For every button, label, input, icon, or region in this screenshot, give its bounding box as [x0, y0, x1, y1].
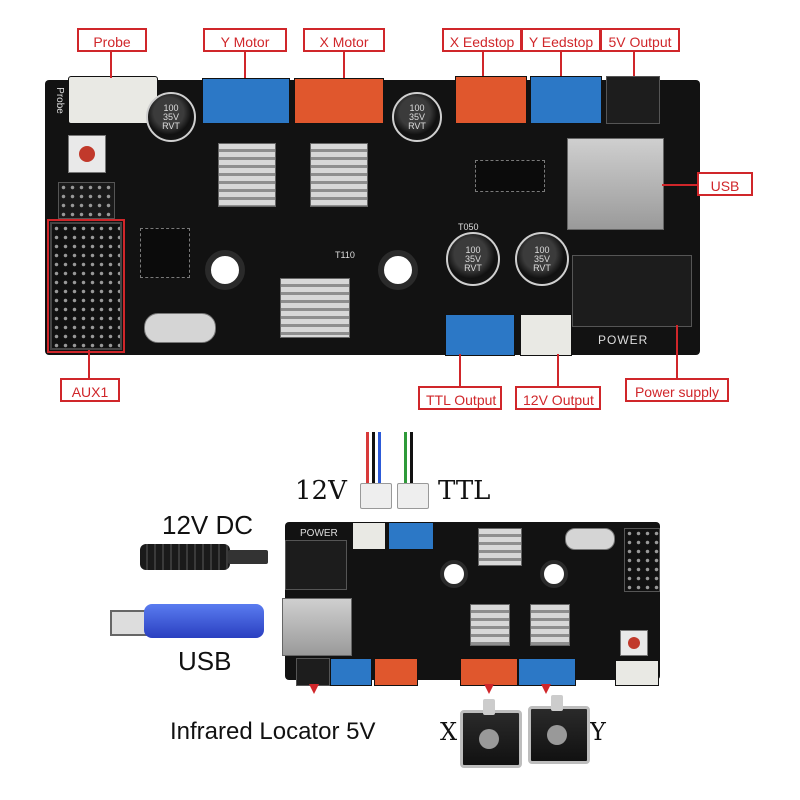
microcontroller-chip	[140, 228, 190, 278]
capacitor-1-text: 100 35V RVT	[162, 102, 180, 131]
power-silkscreen: POWER	[598, 333, 649, 347]
bottom-crystal	[565, 528, 615, 550]
capacitor-3-text: 100 35V RVT	[464, 244, 482, 273]
probe-label: Probe	[77, 28, 147, 52]
bottom-usb-port	[282, 598, 352, 656]
driver-chip	[475, 160, 545, 192]
bottom-hole-2	[540, 560, 568, 588]
x-text: X	[440, 718, 458, 746]
bottom-hole-1	[440, 560, 468, 588]
usb-callout-line	[662, 184, 697, 186]
aux1-highlight-box	[47, 219, 125, 353]
x-stepper-heatsink	[310, 143, 368, 207]
y-motor-connector	[202, 78, 290, 124]
bottom-x-motor-connector	[460, 658, 518, 686]
y-motor-label: Y Motor	[203, 28, 287, 52]
wire-red	[366, 432, 369, 484]
usb-a-plug	[110, 610, 148, 636]
y-stepper-heatsink	[218, 143, 276, 207]
ttl-output-label: TTL Output	[418, 386, 502, 410]
y-text: Y	[590, 718, 606, 746]
capacitor-2: 100 35V RVT	[392, 92, 442, 142]
x-stepper-motor	[460, 699, 522, 768]
ttl-output-connector	[445, 314, 515, 356]
aux1-header	[50, 222, 122, 350]
usb-label: USB	[697, 172, 753, 196]
x-endstop-callout-line	[482, 52, 484, 76]
aux1-label: AUX1	[60, 378, 120, 402]
capacitor-4: 100 35V RVT	[515, 232, 569, 286]
x-motor-callout-line	[343, 52, 345, 78]
twelve-v-text: 12V	[295, 476, 347, 506]
probe-connector	[68, 76, 158, 124]
wire-black	[372, 432, 375, 484]
twelve-v-output-label: 12V Output	[515, 386, 601, 410]
ttl-plug	[397, 483, 429, 509]
x-endstop-connector	[455, 76, 527, 124]
y-endstop-label: Y Eedstop	[521, 28, 601, 52]
bottom-y-endstop-connector	[330, 658, 372, 686]
x-motor-connector	[294, 78, 384, 124]
probe-side-text: Probe	[53, 87, 65, 114]
mount-hole-1	[205, 250, 245, 290]
x-motor-label: X Motor	[303, 28, 385, 52]
usb-cable	[144, 604, 264, 638]
x-endstop-label: X Eedstop	[442, 28, 522, 52]
infrared-locator-text: Infrared Locator 5V	[170, 718, 376, 745]
capacitor-3: 100 35V RVT	[446, 232, 500, 286]
power-supply-label: Power supply	[625, 378, 729, 402]
bottom-power-silkscreen: POWER	[300, 528, 338, 539]
five-v-callout-line	[633, 52, 635, 76]
t050-text: T050	[458, 222, 479, 232]
bottom-twelve-v-connector	[352, 522, 386, 550]
bottom-reset-button	[620, 630, 648, 656]
bottom-y-motor-connector	[518, 658, 576, 686]
t110-text: T110	[335, 250, 355, 260]
arrow-5v	[309, 684, 319, 694]
wire-dark	[410, 432, 413, 484]
mount-hole-2	[378, 250, 418, 290]
twelve-v-dc-text: 12V DC	[162, 510, 254, 540]
y-motor-callout-line	[244, 52, 246, 78]
capacitor-2-text: 100 35V RVT	[408, 102, 426, 131]
aux1-callout-line-v	[88, 350, 90, 378]
bottom-x-heatsink	[470, 604, 510, 646]
five-v-output-label: 5V Output	[600, 28, 680, 52]
probe-callout-line	[110, 52, 112, 78]
dc-jack	[572, 255, 692, 327]
capacitor-1: 100 35V RVT	[146, 92, 196, 142]
bottom-ttl-connector	[388, 522, 434, 550]
bottom-probe-connector	[615, 660, 659, 686]
main-heatsink	[280, 278, 350, 338]
twelve-v-output-connector	[520, 314, 572, 356]
bottom-y-heatsink	[530, 604, 570, 646]
arrow-x	[484, 684, 494, 694]
ttl-callout-line	[459, 354, 461, 386]
y-endstop-callout-line	[560, 52, 562, 76]
small-pin-header	[58, 182, 115, 219]
twelve-v-callout-line	[557, 354, 559, 386]
bottom-dc-jack	[285, 540, 347, 590]
bottom-aux-header	[624, 528, 660, 592]
bottom-x-endstop-connector	[374, 658, 418, 686]
usb-b-port	[567, 138, 664, 230]
dc-plug-tip	[228, 550, 268, 564]
dc-plug	[140, 544, 230, 570]
wire-blue	[378, 432, 381, 484]
crystal	[144, 313, 216, 343]
usb-text: USB	[178, 646, 232, 676]
twelve-v-plug	[360, 483, 392, 509]
bottom-main-heatsink	[478, 528, 522, 566]
reset-button	[68, 135, 106, 173]
capacitor-4-text: 100 35V RVT	[533, 244, 551, 273]
power-callout-line-v	[676, 325, 678, 378]
five-v-output-connector	[606, 76, 660, 124]
bottom-5v-connector	[296, 658, 330, 686]
ttl-text: TTL	[438, 476, 491, 506]
y-stepper-motor	[528, 695, 590, 764]
arrow-y	[541, 684, 551, 694]
wire-green	[404, 432, 407, 484]
y-endstop-connector	[530, 76, 602, 124]
